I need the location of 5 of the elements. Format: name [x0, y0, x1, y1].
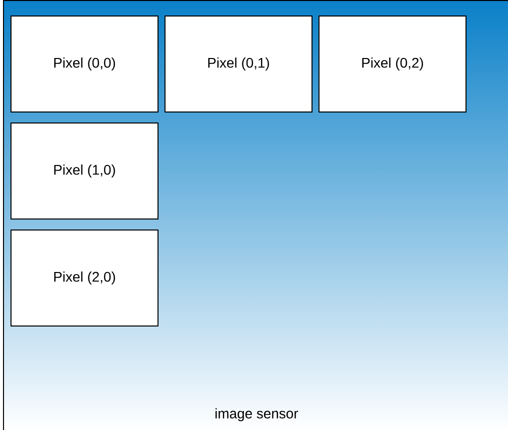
- pixel-box: Pixel (0,0): [10, 16, 158, 112]
- pixel-box: Pixel (0,1): [164, 16, 312, 112]
- pixel-box: Pixel (2,0): [10, 230, 158, 326]
- pixel-box: Pixel (0,2): [318, 16, 466, 112]
- pixel-box: Pixel (1,0): [10, 122, 158, 220]
